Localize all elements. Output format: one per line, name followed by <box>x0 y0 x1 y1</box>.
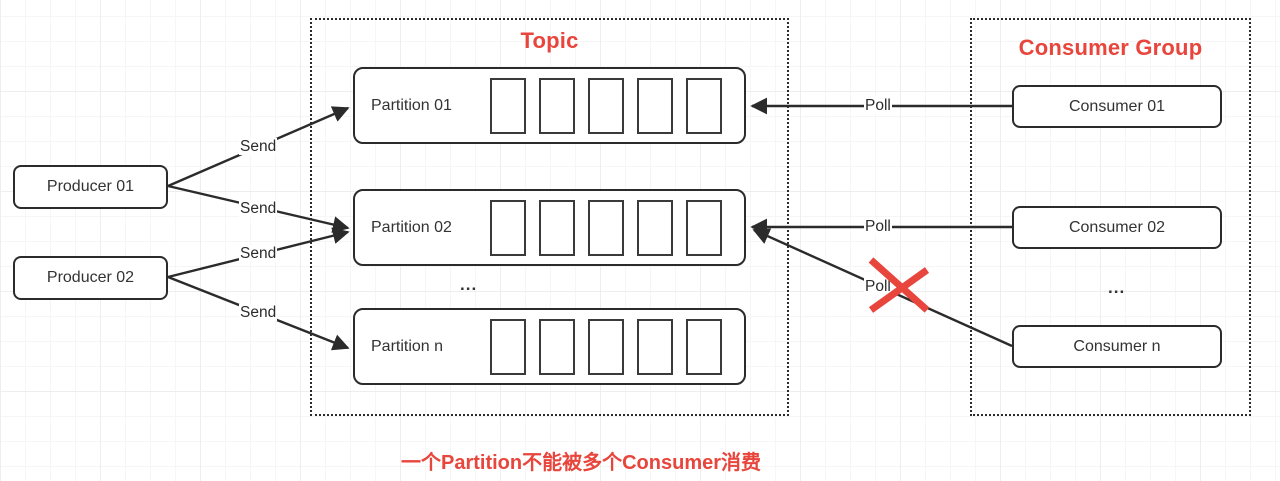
partition-n-label: Partition n <box>371 337 444 355</box>
producer-02-label: Producer 02 <box>46 269 135 286</box>
consumer-02-label: Consumer 02 <box>1068 218 1166 236</box>
send-label-4: Send <box>239 304 278 321</box>
consumer-01-label: Consumer 01 <box>1068 97 1166 115</box>
message-cell <box>686 199 722 256</box>
message-cell <box>490 318 526 375</box>
producer-01-node[interactable]: Producer 01 <box>13 165 168 209</box>
consumer-group-ellipsis: ... <box>1108 278 1126 297</box>
message-cell <box>539 318 575 375</box>
message-cell <box>588 318 624 375</box>
partition-02-label: Partition 02 <box>371 218 452 236</box>
partition-n-node[interactable]: Partition n <box>353 308 746 385</box>
message-cell <box>588 77 624 134</box>
consumer-n-node[interactable]: Consumer n <box>1012 325 1222 368</box>
message-cell <box>490 199 526 256</box>
forbidden-x-icon <box>868 257 930 313</box>
message-cell <box>637 77 673 134</box>
partition-01-label: Partition 01 <box>371 96 452 114</box>
message-cell <box>637 199 673 256</box>
send-label-1: Send <box>239 138 278 155</box>
producer-01-label: Producer 01 <box>46 178 135 195</box>
consumer-02-node[interactable]: Consumer 02 <box>1012 206 1222 249</box>
consumer-group-title: Consumer Group <box>1018 35 1203 60</box>
partition-02-node[interactable]: Partition 02 <box>353 189 746 266</box>
consumer-group-box: Consumer Group <box>970 18 1251 416</box>
diagram-caption: 一个Partition不能被多个Consumer消费 <box>401 452 762 474</box>
topic-group-box: Topic <box>310 18 789 416</box>
producer-02-node[interactable]: Producer 02 <box>13 256 168 300</box>
partition-01-cells <box>490 77 722 134</box>
topic-title: Topic <box>520 28 579 53</box>
message-cell <box>539 199 575 256</box>
partition-n-cells <box>490 318 722 375</box>
send-label-3: Send <box>239 245 278 262</box>
partition-02-cells <box>490 199 722 256</box>
send-label-2: Send <box>239 200 278 217</box>
partition-01-node[interactable]: Partition 01 <box>353 67 746 144</box>
consumer-n-label: Consumer n <box>1073 337 1161 355</box>
poll-label-2: Poll <box>864 218 892 235</box>
topic-ellipsis: ... <box>460 275 478 294</box>
poll-label-3: Poll <box>864 278 892 295</box>
message-cell <box>539 77 575 134</box>
message-cell <box>686 318 722 375</box>
message-cell <box>588 199 624 256</box>
message-cell <box>686 77 722 134</box>
consumer-01-node[interactable]: Consumer 01 <box>1012 85 1222 128</box>
message-cell <box>637 318 673 375</box>
message-cell <box>490 77 526 134</box>
poll-label-1: Poll <box>864 97 892 114</box>
